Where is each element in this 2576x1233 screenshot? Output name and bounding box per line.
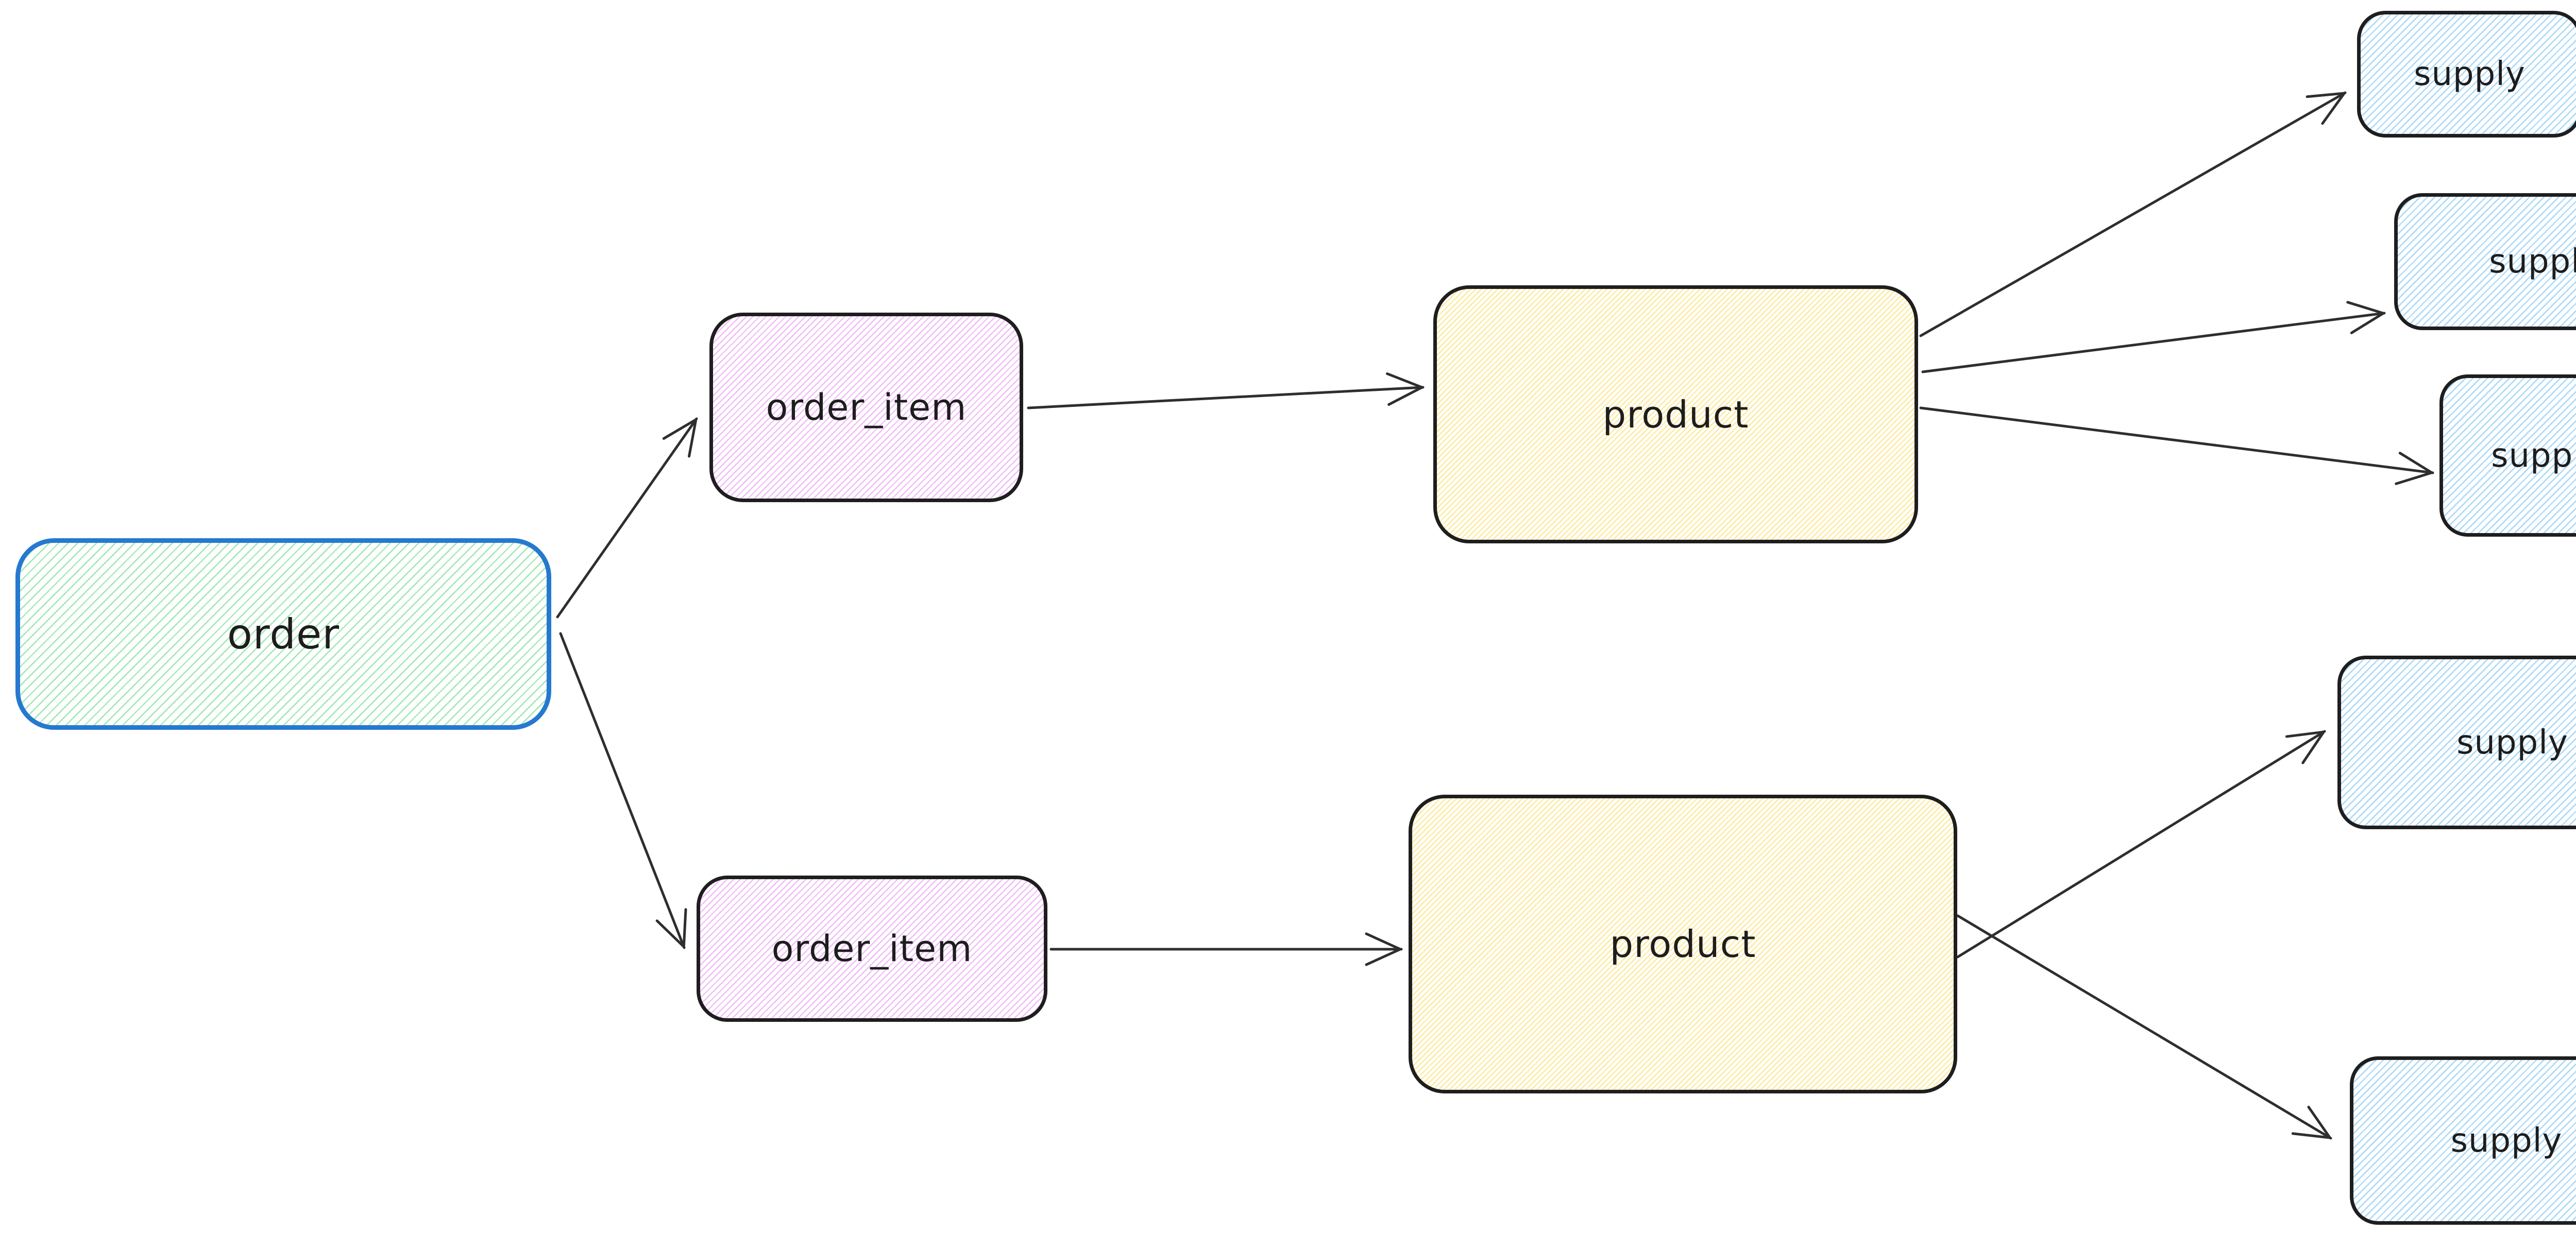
node-supply-5[interactable]: supply — [2350, 1056, 2576, 1225]
arrow-product-bottom-to-supply-5[interactable] — [1956, 914, 2332, 1140]
arrow-product-top-to-supply-2[interactable] — [1921, 301, 2386, 373]
arrow-order-to-order-item-bottom[interactable] — [559, 632, 687, 949]
node-product-top[interactable]: product — [1433, 285, 1918, 543]
node-supply-3[interactable]: supply — [2439, 374, 2576, 537]
arrow-order-to-order-item-top[interactable] — [556, 417, 698, 619]
node-product-bottom[interactable]: product — [1409, 795, 1957, 1093]
node-supply-5-label: supply — [2450, 1121, 2563, 1160]
node-supply-4[interactable]: supply — [2337, 656, 2576, 829]
node-product-top-label: product — [1602, 392, 1749, 436]
node-supply-4-label: supply — [2456, 723, 2568, 762]
node-supply-1[interactable]: supply — [2357, 11, 2576, 138]
node-order[interactable]: order — [15, 538, 551, 730]
node-order-item-bottom[interactable]: order_item — [697, 876, 1047, 1022]
arrow-product-bottom-to-supply-4[interactable] — [1956, 730, 2326, 958]
node-supply-3-label: supply — [2491, 436, 2576, 475]
node-product-bottom-label: product — [1609, 922, 1756, 966]
node-order-item-top-label: order_item — [766, 386, 967, 429]
node-order-item-bottom-label: order_item — [771, 928, 973, 970]
node-supply-2-label: supply — [2489, 243, 2576, 281]
node-order-item-top[interactable]: order_item — [709, 313, 1023, 502]
node-supply-2[interactable]: supply — [2394, 193, 2576, 330]
node-order-label: order — [227, 610, 340, 658]
arrow-product-top-to-supply-1[interactable] — [1919, 91, 2347, 337]
arrow-order-item-top-to-product-top[interactable] — [1027, 372, 1425, 409]
node-supply-1-label: supply — [2414, 55, 2526, 93]
arrow-product-top-to-supply-3[interactable] — [1919, 406, 2434, 485]
